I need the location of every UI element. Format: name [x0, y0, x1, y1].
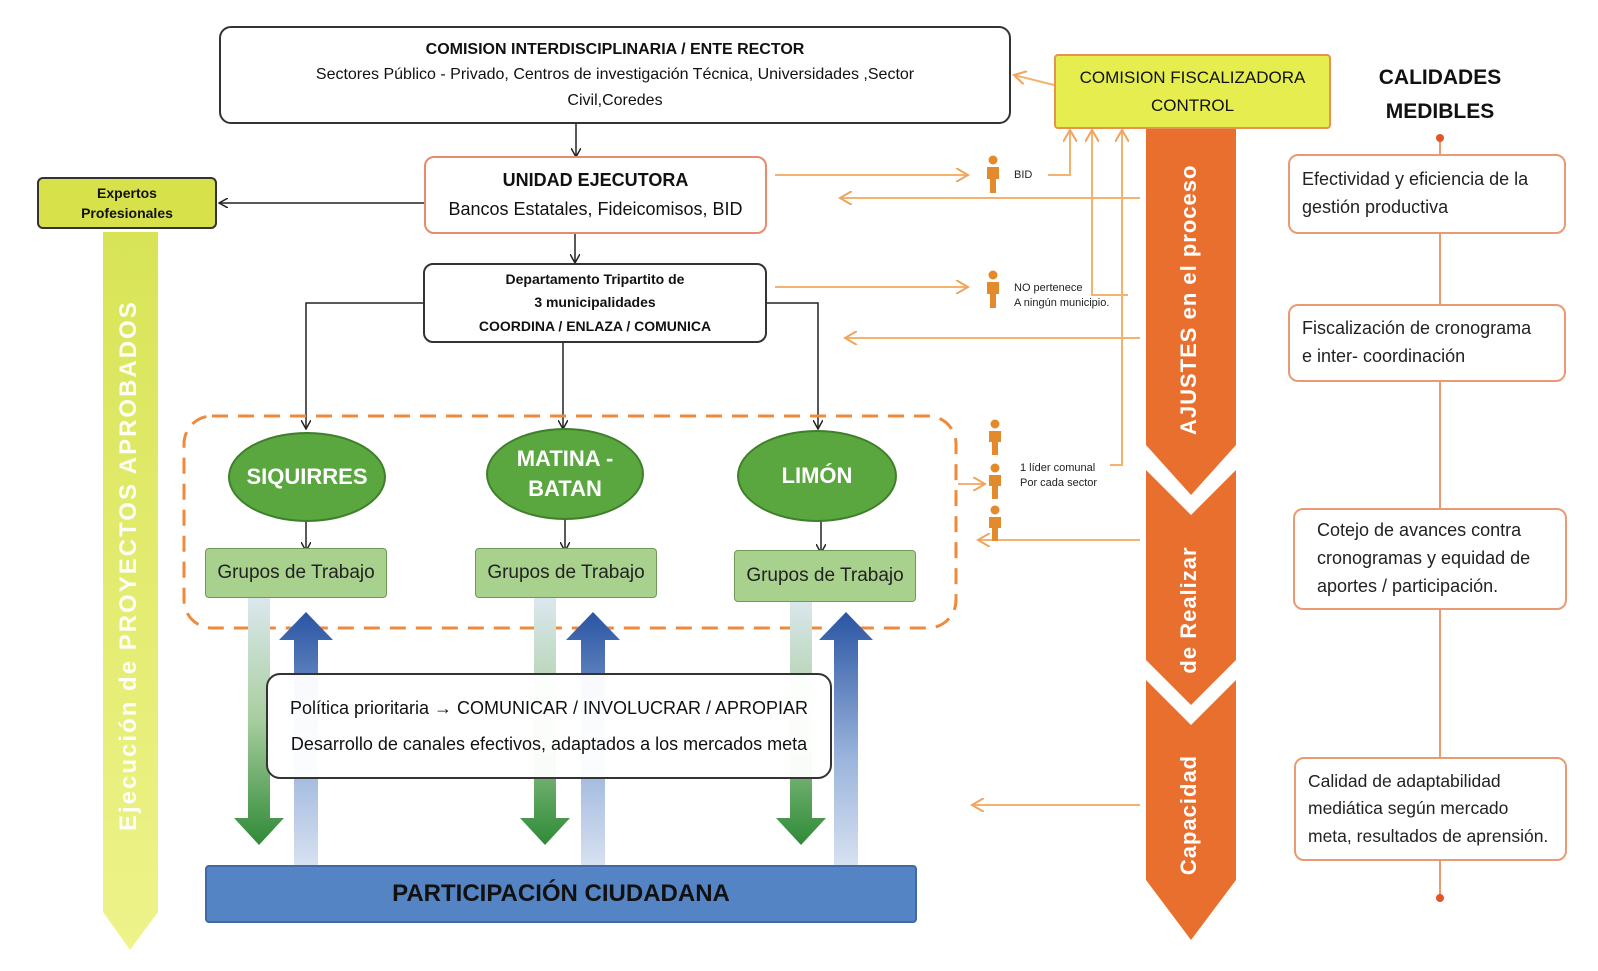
capacidad-segment-ajustes: AJUSTES en el proceso	[1176, 164, 1201, 435]
person-icon	[989, 505, 1001, 541]
person-icon	[987, 155, 999, 193]
departamento-tripartito-box: Departamento Tripartito de 3 municipalid…	[423, 263, 767, 343]
quality-line: Efectividad y eficiencia de la	[1302, 169, 1529, 190]
municipio-siquirres: SIQUIRRES	[228, 432, 386, 522]
bid-person-label: BID	[1014, 169, 1033, 181]
municipio-label: SIQUIRRES	[246, 464, 368, 490]
expertos-line1: Expertos	[97, 184, 157, 201]
comision-title: COMISION INTERDISCIPLINARIA / ENTE RECTO…	[425, 40, 805, 58]
quality-line: mediática según mercado	[1308, 798, 1509, 819]
departamento-line2: 3 municipalidades	[534, 294, 656, 311]
comision-fiscalizadora-box: COMISION FISCALIZADORA CONTROL	[1054, 54, 1331, 129]
quality-line: e inter- coordinación	[1302, 346, 1466, 366]
calidades-line2: MEDIBLES	[1385, 100, 1495, 123]
quality-box-1: Efectividad y eficiencia de la gestión p…	[1288, 154, 1566, 234]
no-pertenece-label: NO pertenece A ningún municipio.	[1014, 281, 1144, 311]
quality-line: cronogramas y equidad de	[1317, 548, 1531, 569]
quality-line: Calidad de adaptabilidad	[1308, 771, 1501, 792]
unidad-subtitle: Bancos Estatales, Fideicomisos, BID	[448, 199, 743, 219]
departamento-line3: COORDINA / ENLAZA / COMUNICA	[478, 317, 712, 334]
grupos-de-trabajo-2: Grupos de Trabajo	[475, 548, 657, 598]
comision-line1: Sectores Público - Privado, Centros de i…	[315, 66, 915, 84]
comision-line2: Civil,Coredes	[567, 91, 663, 109]
lider-line1: 1 líder comunal	[1020, 462, 1096, 474]
quality-line: gestión productiva	[1302, 197, 1449, 217]
no-pertenece-line2: A ningún municipio.	[1014, 296, 1110, 309]
fiscalizadora-line1: COMISION FISCALIZADORA	[1079, 68, 1306, 88]
municipios-dashed-frame	[182, 414, 958, 630]
politica-line2: Desarrollo de canales efectivos, adaptad…	[290, 734, 808, 754]
person-icon	[989, 419, 1001, 455]
participacion-ciudadana-bar: PARTICIPACIÓN CIUDADANA	[205, 865, 917, 923]
comision-interdisciplinaria-box: COMISION INTERDISCIPLINARIA / ENTE RECTO…	[219, 26, 1011, 124]
municipio-label: LIMÓN	[781, 463, 853, 489]
quality-line: aportes / participación.	[1317, 575, 1499, 596]
municipio-limon: LIMÓN	[737, 430, 897, 522]
quality-box-3: Cotejo de avances contra cronogramas y e…	[1293, 508, 1567, 610]
quality-line: Fiscalización de cronograma	[1302, 318, 1532, 339]
capacidad-segment-capacidad: Capacidad	[1176, 754, 1201, 876]
ejecucion-label: Ejecución de PROYECTOS APROBADOS	[115, 300, 142, 831]
quality-box-2: Fiscalización de cronograma e inter- coo…	[1288, 304, 1566, 382]
no-pertenece-line1: NO pertenece	[1014, 282, 1083, 294]
politica-line1: Política prioritaria → COMUNICAR / INVOL…	[289, 698, 809, 718]
politica-box: Política prioritaria → COMUNICAR / INVOL…	[266, 673, 832, 779]
unidad-ejecutora-box: UNIDAD EJECUTORA Bancos Estatales, Fidei…	[424, 156, 767, 234]
ejecucion-arrow	[103, 232, 158, 950]
grupos-de-trabajo-3: Grupos de Trabajo	[734, 550, 916, 602]
quality-line: Cotejo de avances contra	[1317, 520, 1522, 541]
person-icons	[987, 155, 1001, 541]
person-icon	[989, 463, 1001, 499]
capacidad-arrow	[1146, 128, 1236, 940]
expertos-line2: Profesionales	[81, 205, 173, 221]
quality-box-4: Calidad de adaptabilidad mediática según…	[1294, 757, 1567, 861]
capacidad-segment-de-realizar: de Realizar	[1176, 546, 1201, 674]
unidad-title: UNIDAD EJECUTORA	[502, 170, 689, 191]
calidades-line1: CALIDADES	[1378, 66, 1502, 90]
lider-line2: Por cada sector	[1020, 476, 1098, 489]
calidades-medibles-title: CALIDADES MEDIBLES	[1360, 60, 1520, 130]
departamento-line1: Departamento Tripartito de	[505, 271, 685, 288]
lider-comunal-label: 1 líder comunal Por cada sector	[1020, 461, 1130, 491]
municipio-matina-batan: MATINA - BATAN	[486, 428, 644, 520]
expertos-box: Expertos Profesionales	[37, 177, 217, 229]
grupos-de-trabajo-1: Grupos de Trabajo	[205, 548, 387, 598]
person-icon	[987, 270, 999, 308]
municipio-label: BATAN	[528, 476, 602, 501]
quality-line: meta, resultados de aprensión.	[1308, 825, 1549, 846]
municipio-label: MATINA -	[516, 446, 614, 472]
fiscalizadora-line2: CONTROL	[1150, 95, 1235, 115]
